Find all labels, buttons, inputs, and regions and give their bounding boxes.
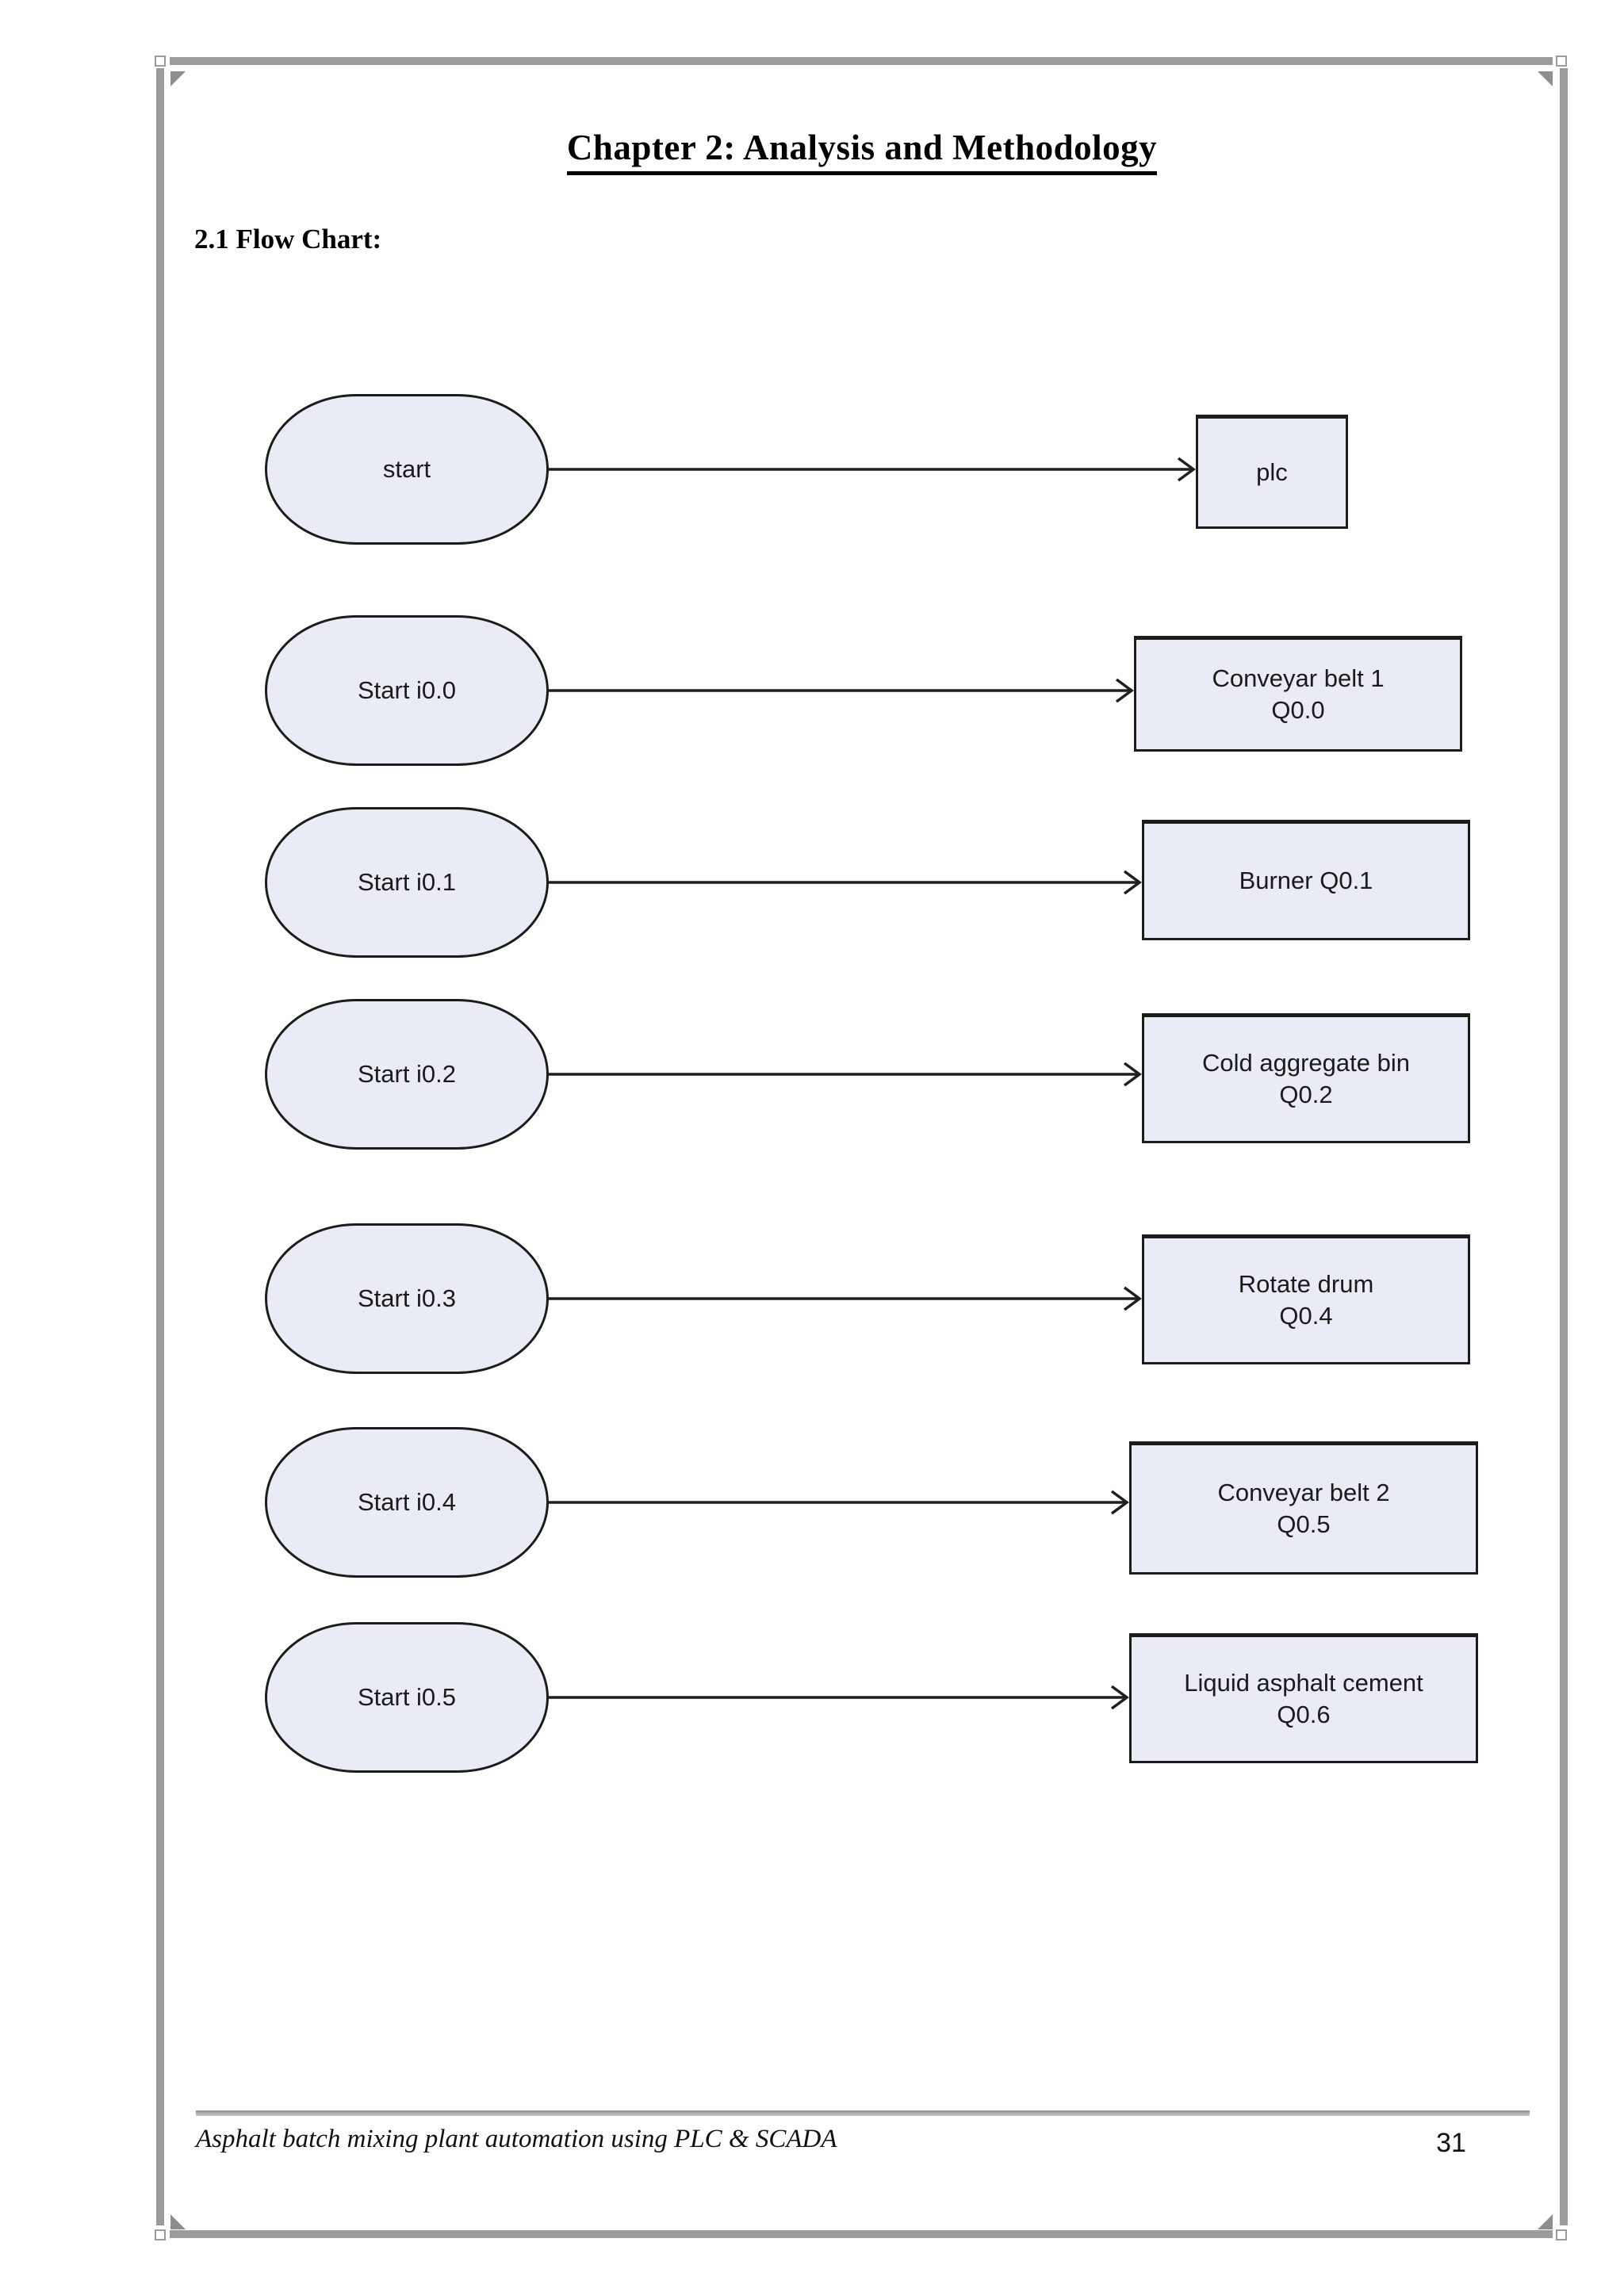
border-corner-square-bottom-left [155,2229,166,2241]
border-corner-triangle-bottom-right [1538,2214,1553,2229]
process-label-line1: Burner Q0.1 [1239,867,1373,894]
terminator-start-i0-5: Start i0.5 [265,1622,549,1773]
footer-text: Asphalt batch mixing plant automation us… [196,2125,837,2153]
flow-arrow [547,678,1134,703]
border-corner-triangle-bottom-left [170,2214,186,2229]
terminator-label: start [382,455,431,483]
terminator-start-i0-2: Start i0.2 [265,999,549,1150]
process-box-plc: plc [1196,415,1348,529]
flow-arrow [547,1062,1142,1087]
process-label-line1: Conveyar belt 2 [1217,1479,1390,1506]
title-row: Chapter 2: Analysis and Methodology [156,127,1568,175]
section-heading: 2.1 Flow Chart: [194,224,382,254]
process-label-line1: Conveyar belt 1 [1212,664,1385,692]
terminator-label: Start i0.0 [357,676,457,704]
process-box-liquid-asphalt-cement: Liquid asphalt cement Q0.6 [1129,1633,1478,1763]
page-border-top [170,57,1553,65]
process-box-conveyar-belt-1: Conveyar belt 1 Q0.0 [1134,636,1462,752]
border-corner-square-bottom-right [1556,2229,1567,2241]
process-box-cold-aggregate-bin: Cold aggregate bin Q0.2 [1142,1013,1470,1143]
footer-divider [196,2110,1530,2116]
terminator-label: Start i0.1 [357,868,457,896]
border-corner-triangle-top-left [170,71,186,86]
terminator-start-i0-0: Start i0.0 [265,615,549,766]
flow-arrow [547,1286,1142,1311]
process-label-line2: Q0.4 [1279,1302,1333,1330]
terminator-label: Start i0.4 [357,1488,457,1516]
process-label-line2: Q0.6 [1277,1701,1331,1728]
process-label-line1: Rotate drum [1238,1270,1374,1298]
process-label-line2: Q0.5 [1277,1510,1331,1538]
flow-arrow [547,457,1196,482]
terminator-label: Start i0.5 [357,1683,457,1711]
page-border-left [156,68,164,2225]
page-border-right [1560,68,1568,2225]
chapter-title: Chapter 2: Analysis and Methodology [566,127,1158,175]
process-label-line2: Q0.2 [1279,1081,1333,1108]
process-box-conveyar-belt-2: Conveyar belt 2 Q0.5 [1129,1441,1478,1575]
terminator-start-i0-4: Start i0.4 [265,1427,549,1578]
border-corner-triangle-top-right [1538,71,1553,86]
process-box-burner: Burner Q0.1 [1142,820,1470,940]
border-corner-square-top-left [155,55,166,67]
process-label-line2: Q0.0 [1271,696,1325,724]
process-label-line1: Liquid asphalt cement [1184,1669,1423,1697]
terminator-label: Start i0.3 [357,1284,457,1312]
terminator-start: start [265,394,549,545]
flow-arrow [547,1490,1129,1515]
flow-arrow [547,1685,1129,1710]
process-label-line1: plc [1256,458,1288,486]
flow-arrow [547,870,1142,895]
border-corner-square-top-right [1556,55,1567,67]
terminator-label: Start i0.2 [357,1060,457,1088]
process-label-line1: Cold aggregate bin [1202,1049,1410,1077]
terminator-start-i0-3: Start i0.3 [265,1223,549,1374]
page-number: 31 [1436,2128,1466,2158]
page-border-bottom [170,2230,1553,2238]
terminator-start-i0-1: Start i0.1 [265,807,549,958]
process-box-rotate-drum: Rotate drum Q0.4 [1142,1234,1470,1364]
